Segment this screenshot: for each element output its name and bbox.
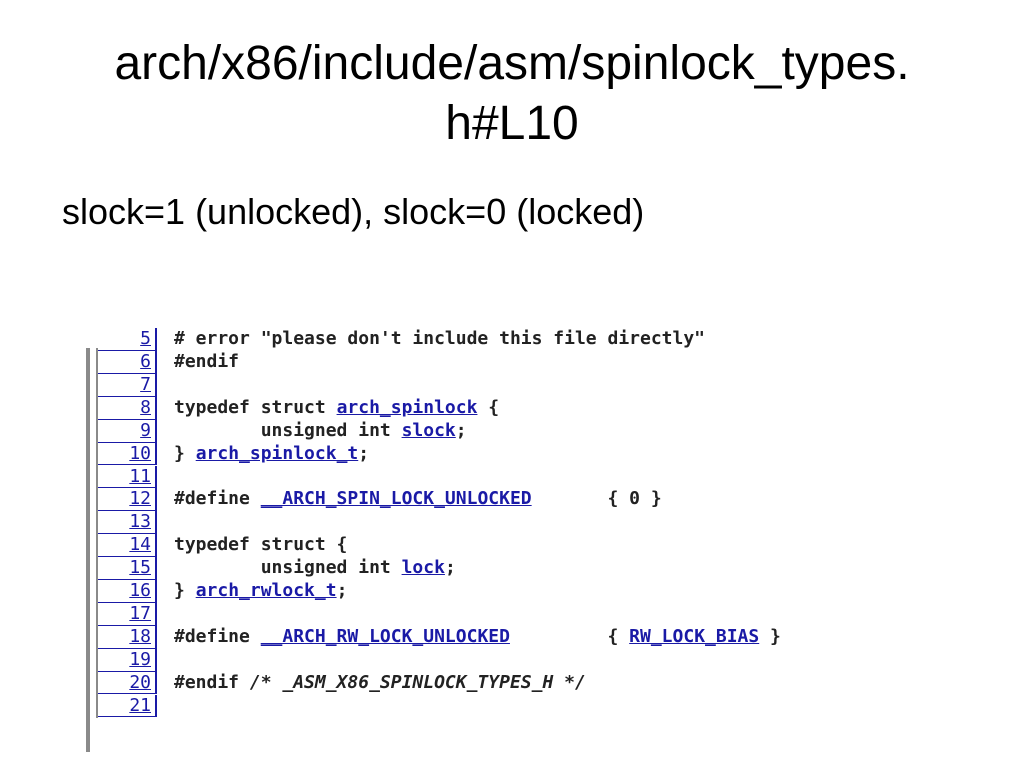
line-number-link[interactable]: 5 <box>98 328 157 351</box>
identifier-link[interactable]: lock <box>401 557 445 579</box>
identifier-link[interactable]: RW_LOCK_BIAS <box>629 625 760 647</box>
code-line: 8 typedef struct arch_spinlock { <box>98 396 938 420</box>
code-token: typedef struct <box>174 396 337 418</box>
code-line: 6 #endif <box>98 351 938 374</box>
code-text: typedef struct arch_spinlock { <box>174 397 499 420</box>
code-token: #define <box>174 488 261 510</box>
code-comment: /* _ASM_X86_SPINLOCK_TYPES_H */ <box>249 671 586 693</box>
line-number-link[interactable]: 10 <box>98 442 157 466</box>
code-token: #define <box>174 625 261 647</box>
code-token: { <box>477 396 500 418</box>
code-text: #endif <box>174 351 239 374</box>
code-text: unsigned int lock; <box>174 557 456 580</box>
gutter-border <box>96 348 98 718</box>
slide-subtitle: slock=1 (unlocked), slock=0 (locked) <box>62 191 645 232</box>
code-token: } <box>759 625 781 647</box>
code-frame-border <box>86 348 90 752</box>
code-token: unsigned int <box>174 557 402 579</box>
line-number-link[interactable]: 7 <box>98 373 157 397</box>
line-number-link[interactable]: 13 <box>98 511 157 535</box>
code-token: typedef struct { <box>174 534 348 556</box>
code-line: 12 #define __ARCH_SPIN_LOCK_UNLOCKED { 0 … <box>98 488 938 512</box>
code-line: 17 <box>98 602 938 626</box>
code-line: 16} arch_rwlock_t; <box>98 580 938 603</box>
code-token: { 0 } <box>531 488 662 510</box>
code-text: unsigned int slock; <box>174 420 467 443</box>
code-text: #define __ARCH_SPIN_LOCK_UNLOCKED { 0 } <box>174 488 662 511</box>
code-token: } <box>174 442 196 464</box>
code-line: 7 <box>98 373 938 397</box>
code-token: ; <box>455 419 467 441</box>
code-text: typedef struct { <box>174 534 347 557</box>
code-text: } arch_spinlock_t; <box>174 443 369 466</box>
identifier-link[interactable]: arch_spinlock_t <box>195 442 359 464</box>
code-token: ; <box>358 442 370 464</box>
code-text: } arch_rwlock_t; <box>174 580 347 603</box>
code-token: ; <box>444 557 456 579</box>
line-number-link[interactable]: 9 <box>98 419 157 443</box>
code-line: 18 #define __ARCH_RW_LOCK_UNLOCKED { RW_L… <box>98 625 938 649</box>
line-number-link[interactable]: 8 <box>98 396 157 420</box>
slide-title-line-2: h#L10 <box>445 97 579 150</box>
code-line: 9 unsigned int slock; <box>98 419 938 443</box>
identifier-link[interactable]: __ARCH_SPIN_LOCK_UNLOCKED <box>260 488 532 510</box>
code-line: 13 <box>98 511 938 535</box>
code-line: 20 #endif /* _ASM_X86_SPINLOCK_TYPES_H */ <box>98 671 938 695</box>
code-token: { <box>509 625 630 647</box>
code-token: unsigned int <box>174 419 402 441</box>
line-number-link[interactable]: 18 <box>98 625 157 649</box>
code-token: #endif <box>174 351 240 372</box>
code-text: #define __ARCH_RW_LOCK_UNLOCKED { RW_LOC… <box>174 626 781 649</box>
slide-title-line-1: arch/x86/include/asm/spinlock_types. <box>114 37 910 90</box>
identifier-link[interactable]: arch_rwlock_t <box>195 580 337 601</box>
identifier-link[interactable]: __ARCH_RW_LOCK_UNLOCKED <box>260 625 510 647</box>
line-number-link[interactable]: 12 <box>98 488 157 512</box>
line-number-link[interactable]: 11 <box>98 465 157 489</box>
code-line: 19 <box>98 648 938 672</box>
code-line: 11 <box>98 465 938 489</box>
line-number-link[interactable]: 6 <box>98 351 157 374</box>
code-line: 14 typedef struct { <box>98 534 938 558</box>
line-number-link[interactable]: 16 <box>98 580 157 603</box>
code-text: # error "please don't include this file … <box>174 328 706 349</box>
slide-title: arch/x86/include/asm/spinlock_types. h#L… <box>40 34 984 154</box>
code-token: } <box>174 580 196 601</box>
code-line: 15 unsigned int lock; <box>98 557 938 580</box>
code-text: #endif /* _ASM_X86_SPINLOCK_TYPES_H */ <box>174 672 586 695</box>
line-number-link[interactable]: 20 <box>98 671 157 695</box>
code-line: 21 <box>98 694 938 718</box>
identifier-link[interactable]: slock <box>401 419 456 441</box>
line-number-link[interactable]: 17 <box>98 602 157 626</box>
code-token: ; <box>336 580 348 601</box>
line-number-link[interactable]: 21 <box>98 694 157 718</box>
line-number-link[interactable]: 14 <box>98 534 157 558</box>
code-screenshot: 5 # error "please don't include this fil… <box>86 328 946 752</box>
line-number-link[interactable]: 15 <box>98 557 157 580</box>
code-token: #endif <box>174 671 250 693</box>
line-number-link[interactable]: 19 <box>98 648 157 672</box>
code-line-partial: 5 # error "please don't include this fil… <box>98 328 938 351</box>
code-line: 10} arch_spinlock_t; <box>98 442 938 466</box>
identifier-link[interactable]: arch_spinlock <box>336 396 478 418</box>
